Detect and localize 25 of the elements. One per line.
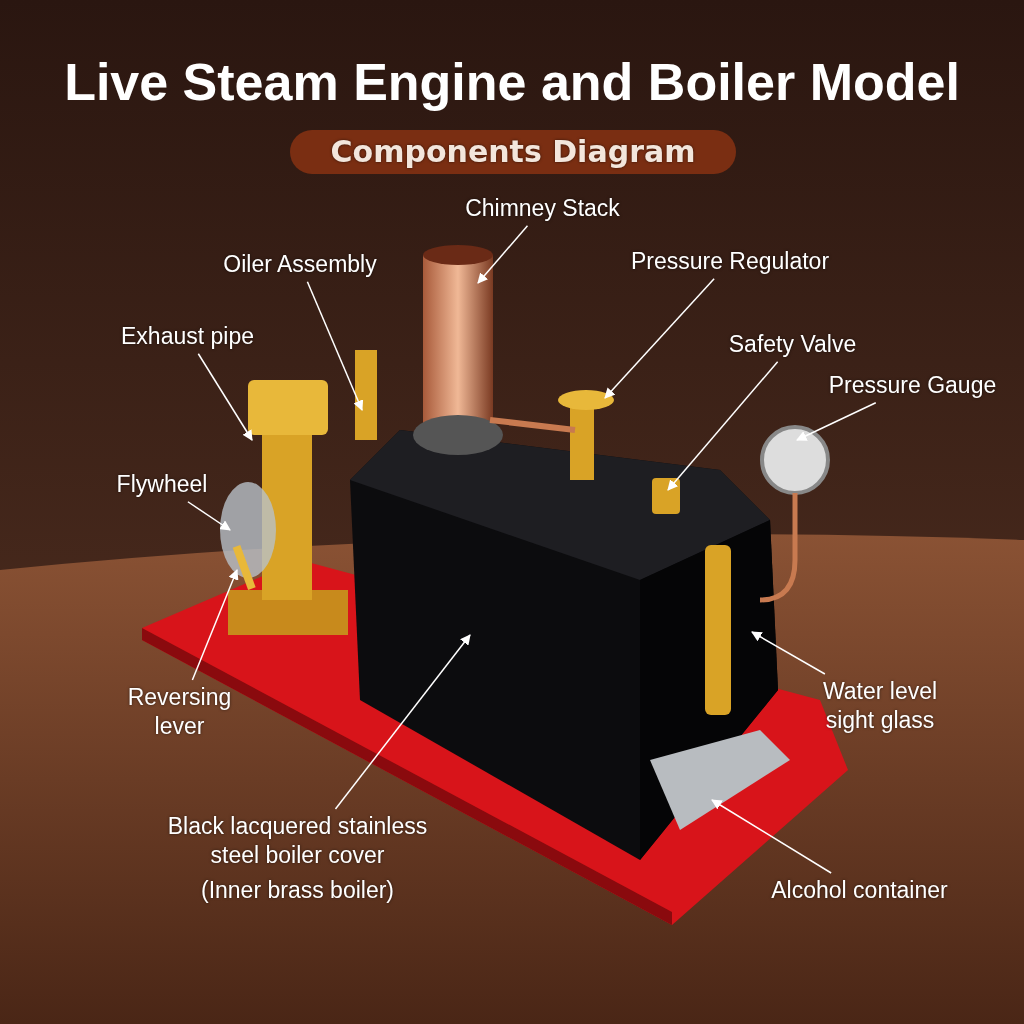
leader-line: [604, 278, 715, 399]
callout-label: Water level sight glass: [810, 677, 950, 735]
title: Live Steam Engine and Boiler Model: [63, 52, 961, 112]
leader-line: [751, 631, 826, 675]
leader-line: [796, 402, 877, 441]
leader-line: [334, 634, 471, 810]
callout-label: Reversing lever: [112, 683, 247, 741]
callout-label: Chimney Stack: [440, 194, 645, 223]
leader-line: [197, 353, 253, 441]
leader-line: [711, 799, 832, 874]
leader-line: [667, 361, 779, 491]
callout-label: Exhaust pipe: [105, 322, 270, 351]
callout-label: Safety Valve: [715, 330, 870, 359]
subtitle-banner: Components Diagram: [290, 130, 736, 174]
callout-label: Pressure Gauge: [815, 371, 1010, 400]
callout-label: (Inner brass boiler): [200, 875, 395, 905]
callout-label: Black lacquered stainless steel boiler cover: [166, 812, 429, 870]
callout-label: Oiler Assembly: [205, 250, 395, 279]
callout-label: Alcohol container: [752, 876, 967, 905]
callout-label: Flywheel: [102, 470, 222, 499]
leader-line: [477, 225, 529, 284]
leader-line: [187, 501, 231, 531]
callout-label: Pressure Regulator: [615, 247, 845, 276]
leader-line: [306, 281, 364, 411]
leader-line: [191, 569, 239, 681]
